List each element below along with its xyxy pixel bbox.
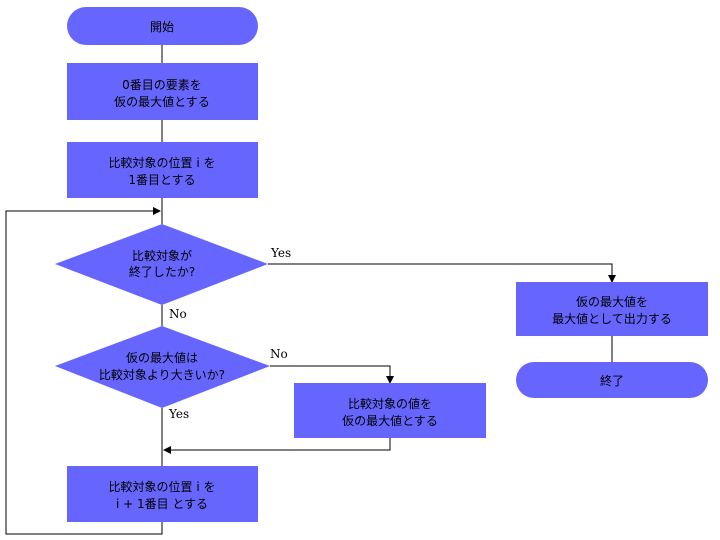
- init-max-line2: 仮の最大値とする: [114, 94, 210, 109]
- edge-label-end-no: No: [169, 307, 187, 321]
- update-max-line2: 仮の最大値とする: [342, 413, 438, 428]
- check-end-decision: [55, 224, 268, 305]
- edge-update-max-return: [163, 438, 391, 454]
- check-end-line1: 比較対象が: [132, 248, 192, 263]
- node-check-end: 比較対象が 終了したか?: [55, 224, 268, 305]
- start-label: 開始: [150, 20, 174, 34]
- next-pos-box: [67, 466, 258, 522]
- node-next-pos: 比較対象の位置 i を i + 1番目 とする: [67, 466, 258, 522]
- edge-label-end-yes: Yes: [270, 246, 291, 260]
- edge-label-compare-yes: Yes: [168, 407, 189, 421]
- edge-check-end-yes: [268, 263, 616, 283]
- compare-line2: 比較対象より大きいか?: [99, 367, 225, 382]
- output-line2: 最大値として出力する: [552, 311, 672, 326]
- node-update-max: 比較対象の値を 仮の最大値とする: [294, 383, 486, 438]
- compare-decision: [55, 326, 270, 408]
- edge-loop-back: [5, 207, 163, 535]
- end-label: 終了: [600, 373, 624, 388]
- end-terminator: [516, 362, 708, 398]
- update-max-box: [294, 383, 486, 438]
- connectors: [5, 45, 616, 535]
- edge-label-compare-no: No: [270, 347, 288, 361]
- output-box: [516, 282, 708, 336]
- node-init-max: 0番目の要素を 仮の最大値とする: [67, 63, 258, 120]
- output-line1: 仮の最大値を: [576, 294, 648, 309]
- next-pos-line2: i + 1番目 とする: [116, 497, 208, 511]
- init-max-box: [67, 63, 258, 120]
- compare-line1: 仮の最大値は: [126, 350, 198, 365]
- edge-compare-no: [270, 365, 394, 384]
- edge-labels: Yes No No Yes: [168, 246, 291, 421]
- init-pos-box: [67, 142, 258, 198]
- init-max-line1: 0番目の要素を: [122, 78, 202, 92]
- start-terminator: [67, 7, 258, 45]
- node-output: 仮の最大値を 最大値として出力する: [516, 282, 708, 336]
- node-compare: 仮の最大値は 比較対象より大きいか?: [55, 326, 270, 408]
- next-pos-line1: 比較対象の位置 i を: [109, 479, 216, 494]
- init-pos-line2: 1番目とする: [128, 173, 195, 187]
- node-start: 開始: [67, 7, 258, 45]
- node-end: 終了: [516, 362, 708, 398]
- update-max-line1: 比較対象の値を: [348, 396, 432, 411]
- check-end-line2: 終了したか?: [129, 264, 195, 279]
- node-init-pos: 比較対象の位置 i を 1番目とする: [67, 142, 258, 198]
- init-pos-line1: 比較対象の位置 i を: [109, 155, 216, 170]
